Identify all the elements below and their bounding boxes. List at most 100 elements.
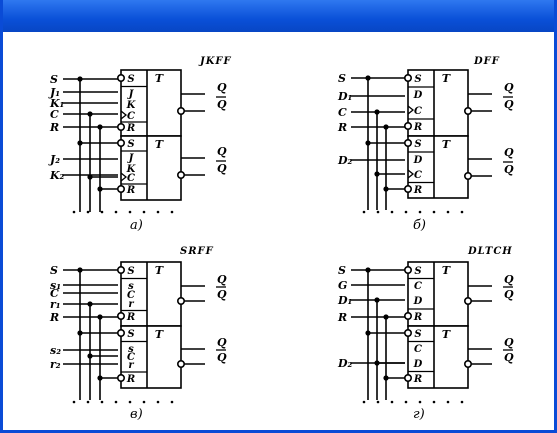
cell-box xyxy=(120,135,182,201)
continuation-dot xyxy=(114,400,118,404)
junction-dot xyxy=(383,314,389,320)
continuation-dot xyxy=(142,210,146,214)
cell-pin-label: r xyxy=(128,299,134,310)
continuation-dot xyxy=(418,210,422,214)
continuation-dot xyxy=(362,210,366,214)
panel-caption: а) xyxy=(130,218,143,233)
cell-pin-label: R xyxy=(413,312,422,323)
junction-dot xyxy=(97,375,103,381)
cell-type-label: T xyxy=(155,138,164,151)
cell-pin-label: S xyxy=(414,139,421,150)
cell-pin-label: r xyxy=(128,360,134,371)
input-label: R xyxy=(49,121,59,134)
junction-dot xyxy=(87,301,93,307)
cell-pin-label: C xyxy=(414,106,422,117)
inverting-input-bubble xyxy=(403,74,412,83)
input-label: r₁ xyxy=(50,298,61,311)
inverting-input-bubble xyxy=(117,185,126,194)
input-label: C xyxy=(338,106,347,119)
junction-dot xyxy=(97,124,103,130)
window-title-bar[interactable] xyxy=(3,0,554,32)
continuation-dot xyxy=(128,210,132,214)
input-label: r₂ xyxy=(50,358,61,371)
input-label: D₂ xyxy=(337,154,353,167)
input-label: C xyxy=(50,108,59,121)
cell-pin-label: C xyxy=(414,170,422,181)
input-label: s₁ xyxy=(50,279,61,292)
continuation-dot xyxy=(72,210,76,214)
panel-title: JKFF xyxy=(198,56,232,67)
inverting-input-bubble xyxy=(117,373,126,382)
clock-edge-marker xyxy=(120,172,128,182)
cell-pin-label: S xyxy=(127,266,134,277)
continuation-dot xyxy=(170,400,174,404)
junction-dot xyxy=(97,186,103,192)
continuation-dot xyxy=(390,400,394,404)
input-label: K₂ xyxy=(49,169,65,182)
continuation-dot xyxy=(114,210,118,214)
output-label: Q xyxy=(504,81,514,94)
input-label: R xyxy=(49,311,59,324)
inverted-output-bubble xyxy=(463,296,472,305)
cell-type-label: T xyxy=(442,138,451,151)
cell-type-label: T xyxy=(155,72,164,85)
junction-dot xyxy=(365,75,371,81)
cell-pin-label: D xyxy=(413,296,423,307)
junction-dot xyxy=(77,267,83,273)
inverting-input-bubble xyxy=(117,328,126,337)
inverting-input-bubble xyxy=(117,265,126,274)
junction-dot xyxy=(365,330,371,336)
junction-dot xyxy=(374,109,380,115)
inverting-input-bubble xyxy=(403,185,412,194)
input-label: S xyxy=(50,73,58,86)
junction-dot xyxy=(383,186,389,192)
cell-pin-label: D xyxy=(413,359,423,370)
output-label: Q xyxy=(504,351,514,364)
cell-pin-label: S xyxy=(127,329,134,340)
input-label: D₂ xyxy=(337,357,353,370)
continuation-dot xyxy=(390,210,394,214)
junction-dot xyxy=(365,140,371,146)
junction-dot xyxy=(383,124,389,130)
inverted-output-bubble xyxy=(463,107,472,116)
continuation-dot xyxy=(432,210,436,214)
cell-pin-label: K xyxy=(126,100,137,111)
cell-pin-label: D xyxy=(413,155,423,166)
input-label: D₁ xyxy=(337,294,352,307)
junction-dot xyxy=(77,76,83,82)
panel-title: DLTCH xyxy=(467,246,513,257)
panel-title: DFF xyxy=(473,56,500,67)
cell-pin-label: R xyxy=(413,185,422,196)
input-label: G xyxy=(338,279,347,292)
output-label: Q xyxy=(217,273,227,286)
inverted-output-bubble xyxy=(177,171,186,180)
cell-type-label: T xyxy=(442,72,451,85)
continuation-dot xyxy=(142,400,146,404)
inverted-output-bubble xyxy=(463,359,472,368)
cell-pin-label: s xyxy=(128,281,134,292)
cell-pin-label: R xyxy=(126,185,135,196)
continuation-dot xyxy=(404,210,408,214)
junction-dot xyxy=(383,375,389,381)
cell-pin-label: D xyxy=(413,90,423,101)
inverting-input-bubble xyxy=(403,328,412,337)
input-label: S xyxy=(338,72,346,85)
continuation-dot xyxy=(460,400,464,404)
inverting-input-bubble xyxy=(117,139,126,148)
panel-caption: б) xyxy=(413,218,426,233)
input-label: D₁ xyxy=(337,90,352,103)
inverting-input-bubble xyxy=(403,122,412,131)
junction-dot xyxy=(77,140,83,146)
continuation-dot xyxy=(446,210,450,214)
cell-box xyxy=(407,325,469,389)
cell-type-label: T xyxy=(442,264,451,277)
continuation-dot xyxy=(446,400,450,404)
continuation-dot xyxy=(432,400,436,404)
